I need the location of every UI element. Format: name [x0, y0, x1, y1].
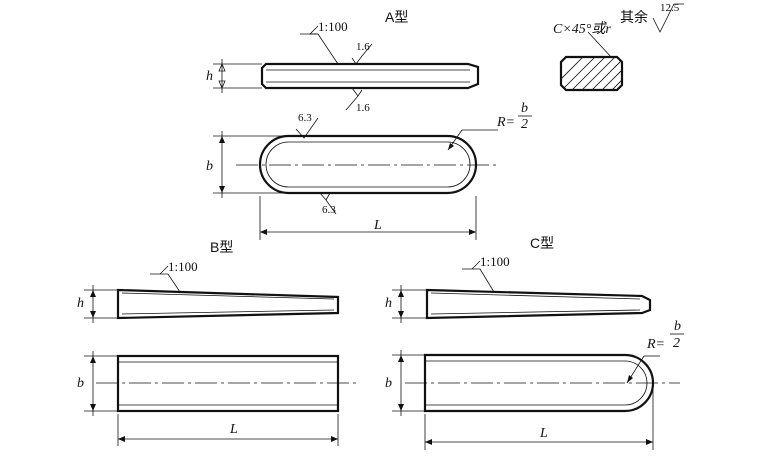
type-b-plan-view: b L	[77, 351, 360, 446]
dim-R-c-num: b	[674, 319, 681, 334]
dim-R-a-num: b	[521, 101, 528, 116]
remaining-note: 其余	[620, 9, 648, 25]
roughness-bottom: 1.6	[356, 102, 370, 114]
taper-c: 1:100	[480, 254, 510, 269]
title-type-c: C型	[530, 235, 554, 251]
type-a-side-view: h 1:100 A型 1.6 1.6	[206, 9, 480, 114]
taper-a: 1:100	[318, 19, 348, 34]
taper-b: 1:100	[168, 259, 198, 274]
dim-L-a: L	[373, 218, 382, 233]
title-type-a: A型	[385, 9, 408, 25]
chamfer-note: C×45°或r	[553, 21, 611, 37]
dim-h-b: h	[77, 296, 84, 311]
roughness-top: 1.6	[356, 41, 370, 53]
roughness-general: 12.5	[660, 2, 680, 14]
chamfer-section: C×45°或r	[553, 21, 624, 92]
dim-h-c: h	[385, 296, 392, 311]
type-c-plan-view: b L R= b 2	[385, 319, 684, 450]
dim-R-a: R=	[496, 115, 515, 130]
dim-L-c: L	[539, 426, 548, 441]
type-a-plan-view: b L R= b 2 6.3 6.3	[206, 101, 532, 240]
title-type-b: B型	[210, 239, 233, 255]
dim-R-a-den: 2	[521, 117, 528, 132]
dim-R-c: R=	[646, 337, 665, 352]
dim-b-b: b	[77, 376, 84, 391]
dim-L-b: L	[229, 422, 238, 437]
dim-b-a: b	[206, 159, 213, 174]
dim-h-a: h	[206, 69, 213, 84]
type-b-side-view: B型 1:100 h	[77, 239, 340, 323]
dim-b-c: b	[385, 376, 392, 391]
roughness-side-left: 6.3	[298, 112, 312, 124]
type-c-side-view: C型 1:100 h	[385, 235, 652, 323]
roughness-side-bottom: 6.3	[322, 204, 336, 216]
general-roughness: 其余 12.5	[620, 2, 684, 33]
dim-R-c-den: 2	[673, 336, 680, 351]
